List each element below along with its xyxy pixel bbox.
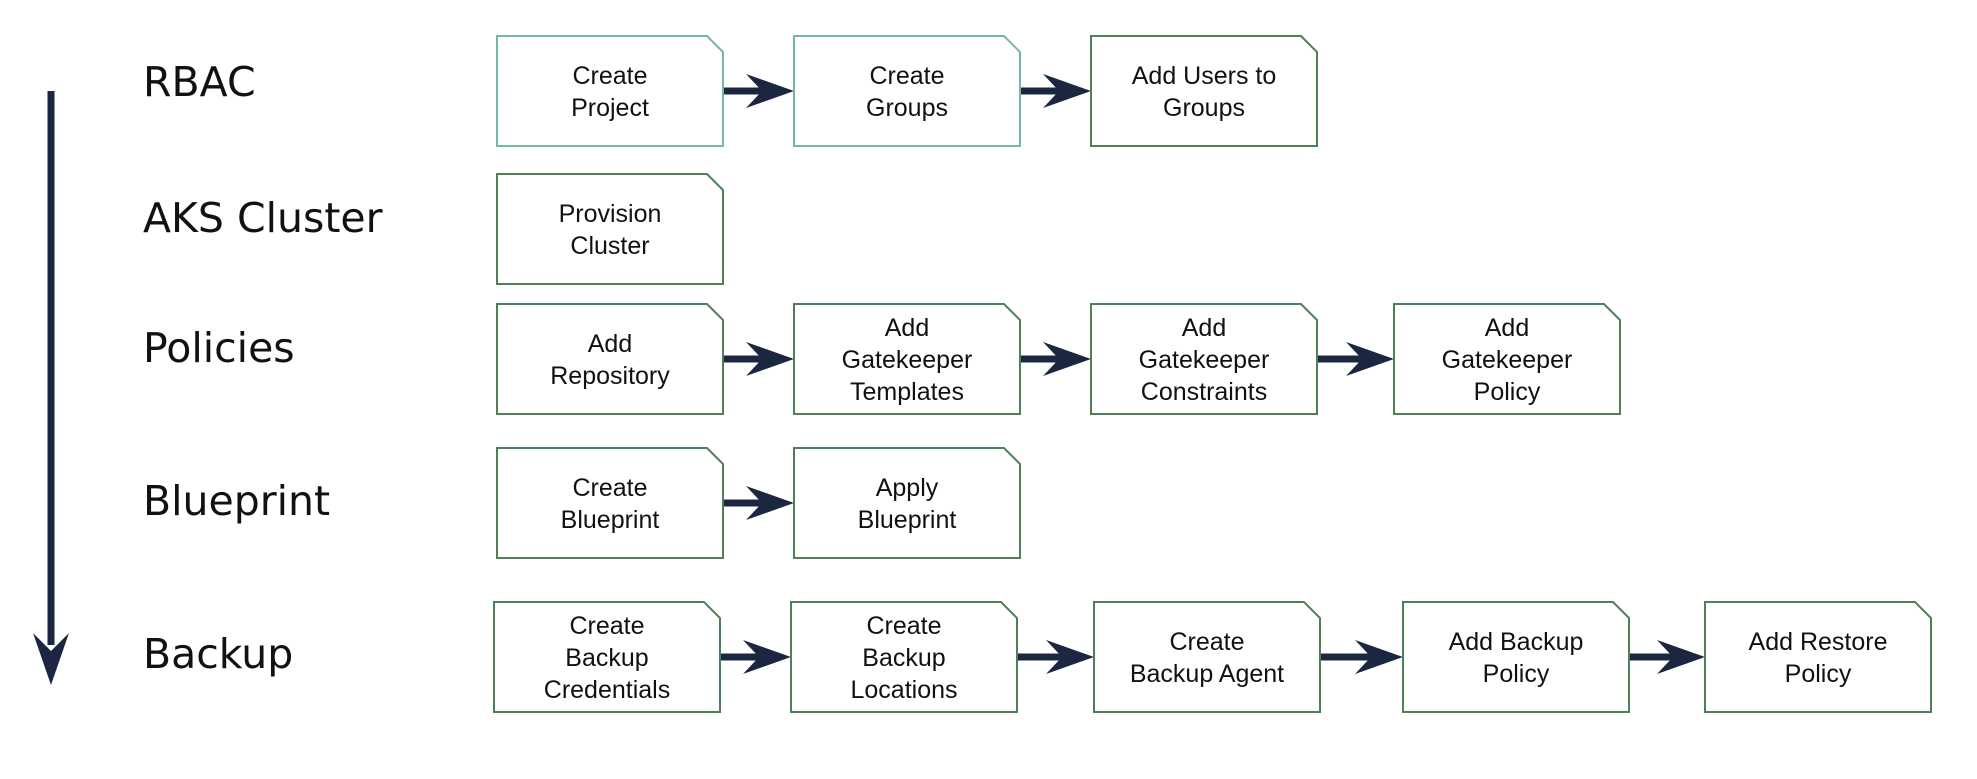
stage-label: Policies xyxy=(143,324,295,372)
step-box-shape xyxy=(496,35,724,147)
step-connectors xyxy=(720,74,1705,674)
step-label-line: Add Backup xyxy=(1449,628,1584,656)
step-label-line: Create xyxy=(569,612,644,640)
step-box-shape xyxy=(496,303,724,415)
step-box-shape xyxy=(1090,303,1318,415)
arrowhead-icon xyxy=(1657,640,1705,674)
step-box-shape xyxy=(793,35,1021,147)
step-box-shape xyxy=(793,303,1021,415)
step-label-line: Create xyxy=(572,62,647,90)
step-connector-arrow xyxy=(1629,640,1705,674)
step-label-line: Add xyxy=(1182,314,1226,342)
step-box-shape xyxy=(1402,601,1630,713)
step-box-shape xyxy=(790,601,1018,713)
step-box-shape xyxy=(1093,601,1321,713)
step-label-line: Groups xyxy=(866,94,948,122)
step-box-shape xyxy=(493,601,721,713)
step-label-line: Cluster xyxy=(570,232,649,260)
stage-label: RBAC xyxy=(143,58,256,106)
step-label-line: Constraints xyxy=(1141,378,1267,406)
arrowhead-icon xyxy=(746,486,794,520)
step-label-line: Locations xyxy=(850,676,957,704)
step-label-line: Credentials xyxy=(544,676,670,704)
stage-label: AKS Cluster xyxy=(143,194,383,242)
step-label-line: Create xyxy=(572,474,647,502)
step-label-line: Backup Agent xyxy=(1130,660,1284,688)
step-label-line: Add Restore xyxy=(1749,628,1888,656)
step-connector-arrow xyxy=(1317,342,1394,376)
step-connector-arrow xyxy=(1020,342,1091,376)
arrowhead-icon xyxy=(1046,640,1094,674)
timeline-arrowhead-icon xyxy=(33,633,69,685)
step-label-line: Add xyxy=(1485,314,1529,342)
step-box-shape xyxy=(793,447,1021,559)
step-connector-arrow xyxy=(723,342,794,376)
arrowhead-icon xyxy=(1043,74,1091,108)
arrowhead-icon xyxy=(1346,342,1394,376)
step-label-line: Create xyxy=(869,62,944,90)
arrowhead-icon xyxy=(743,640,791,674)
step-box-shape xyxy=(496,447,724,559)
step-label-line: Templates xyxy=(850,378,964,406)
step-label-line: Policy xyxy=(1483,660,1550,688)
step-label-line: Add Users to xyxy=(1132,62,1277,90)
stage-label: Blueprint xyxy=(143,477,330,525)
step-box-shape xyxy=(1704,601,1932,713)
step-box-shape xyxy=(496,173,724,285)
step-label-line: Policy xyxy=(1785,660,1852,688)
step-label-line: Blueprint xyxy=(561,506,660,534)
step-label-line: Policy xyxy=(1474,378,1541,406)
step-label-line: Gatekeeper xyxy=(1139,346,1270,374)
step-label-line: Apply xyxy=(876,474,939,502)
arrowhead-icon xyxy=(746,342,794,376)
arrowhead-icon xyxy=(1355,640,1403,674)
step-label-line: Blueprint xyxy=(858,506,957,534)
step-label-line: Create xyxy=(1169,628,1244,656)
step-label-line: Backup xyxy=(862,644,945,672)
step-label-line: Provision xyxy=(559,200,662,228)
step-box-shape xyxy=(1090,35,1318,147)
step-label-line: Add xyxy=(588,330,632,358)
step-label-line: Backup xyxy=(565,644,648,672)
step-connector-arrow xyxy=(1020,74,1091,108)
step-label-line: Gatekeeper xyxy=(1442,346,1573,374)
step-box-shape xyxy=(1393,303,1621,415)
arrowhead-icon xyxy=(746,74,794,108)
step-label-line: Create xyxy=(866,612,941,640)
step-label-line: Repository xyxy=(550,362,670,390)
step-connector-arrow xyxy=(720,640,791,674)
step-connector-arrow xyxy=(723,486,794,520)
step-label-line: Groups xyxy=(1163,94,1245,122)
step-label-line: Add xyxy=(885,314,929,342)
step-label-line: Project xyxy=(571,94,649,122)
step-connector-arrow xyxy=(1017,640,1094,674)
step-connector-arrow xyxy=(1320,640,1403,674)
step-connector-arrow xyxy=(723,74,794,108)
stage-label: Backup xyxy=(143,630,293,678)
step-label-line: Gatekeeper xyxy=(842,346,973,374)
timeline-arrow xyxy=(33,91,69,685)
step-box: Add Users to Groups xyxy=(1090,35,1318,147)
arrowhead-icon xyxy=(1043,342,1091,376)
